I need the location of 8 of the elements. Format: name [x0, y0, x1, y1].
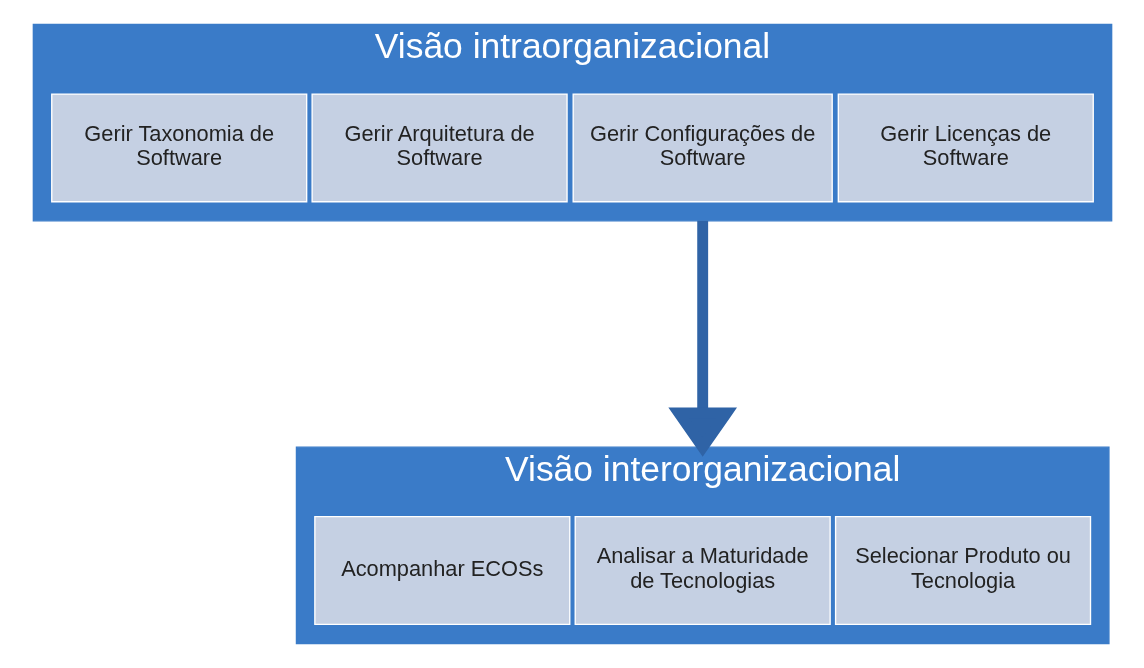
node-box: Analisar a Maturidade de Tecnologias	[574, 516, 831, 626]
arrow	[667, 220, 737, 457]
node-box: Acompanhar ECOSs	[313, 516, 570, 626]
node-box: Gerir Taxonomia de Software	[50, 93, 307, 203]
node-box: Selecionar Produto ou Tecnologia	[834, 516, 1091, 626]
node-box: Gerir Arquitetura de Software	[310, 93, 568, 203]
node-box: Gerir Licenças de Software	[837, 93, 1094, 203]
node-box: Gerir Configurações de Software	[572, 93, 833, 203]
